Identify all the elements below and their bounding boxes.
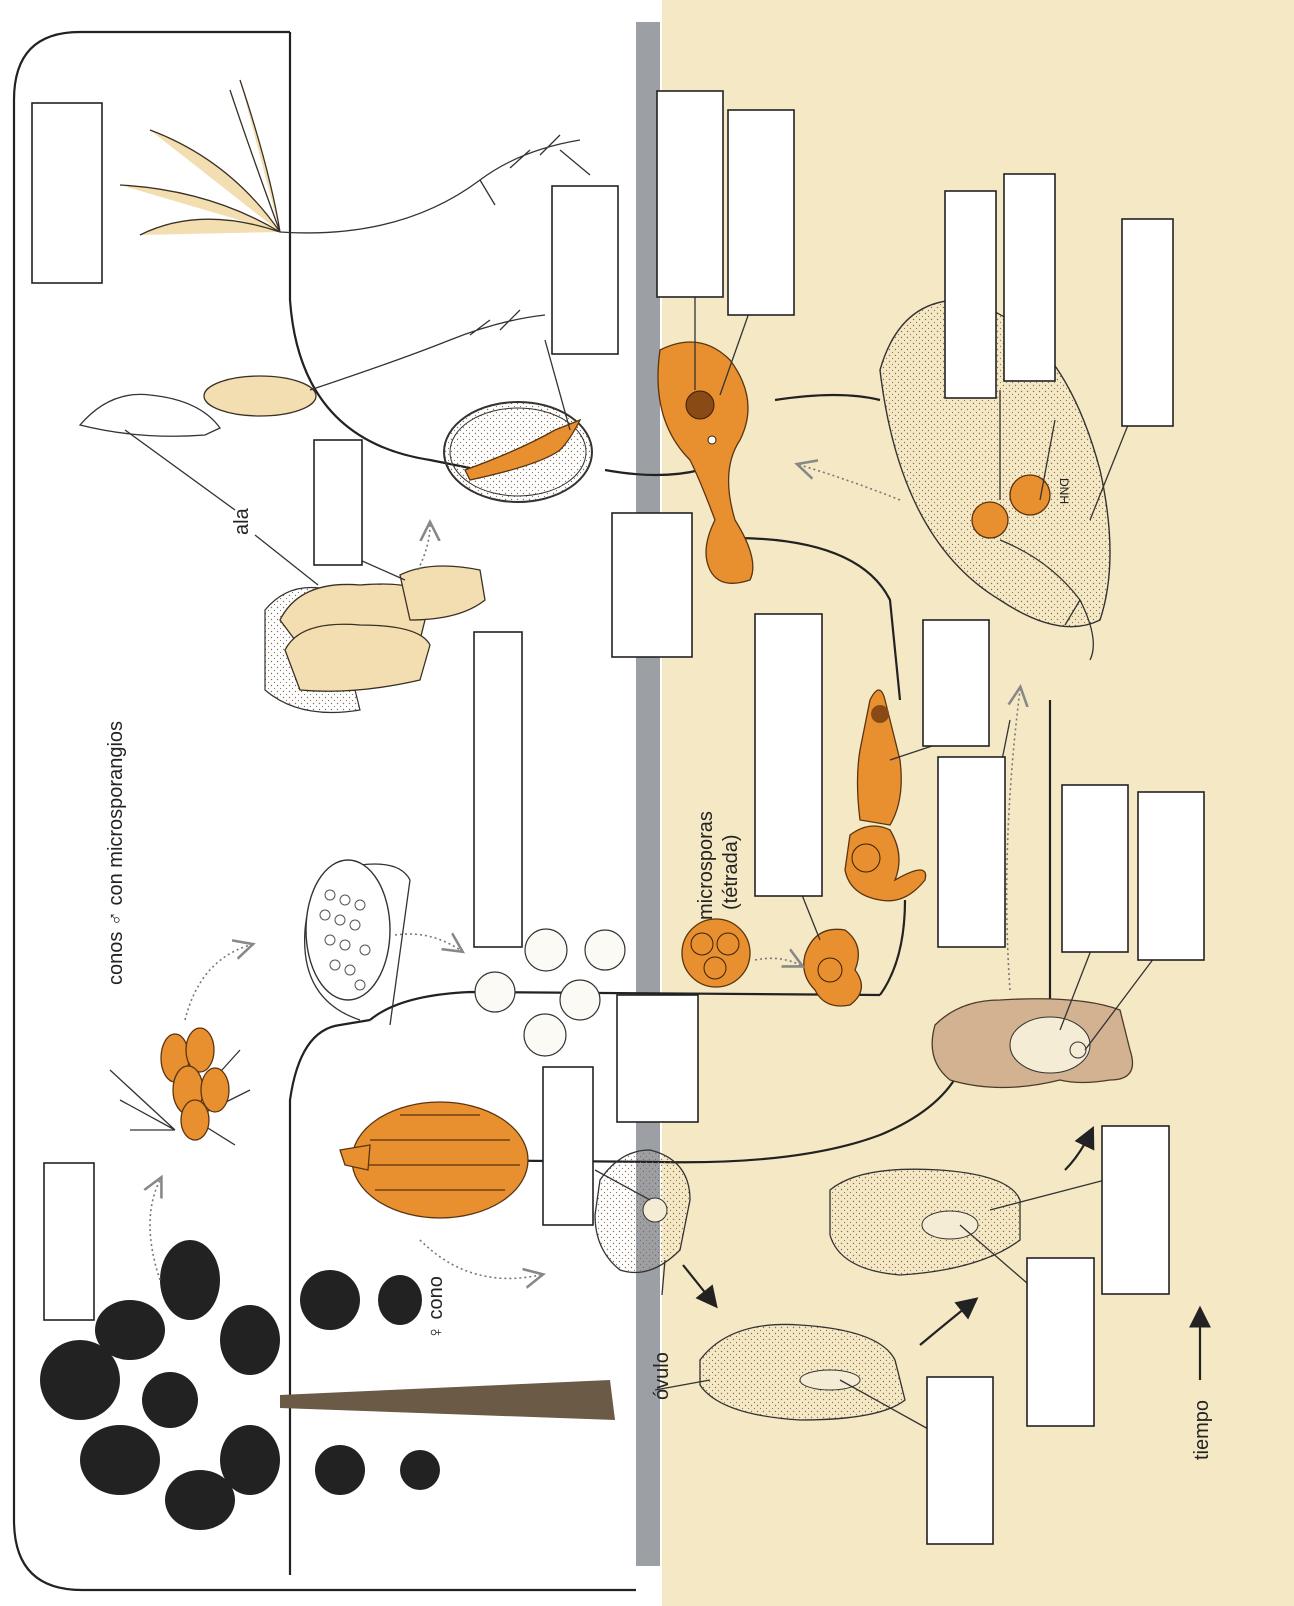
- ovule-label: óvulo: [651, 1352, 673, 1400]
- tetrad-drawing: [682, 919, 750, 987]
- answer-box-5[interactable]: [552, 186, 618, 354]
- answer-box-17[interactable]: [1062, 785, 1128, 952]
- answer-box-14[interactable]: [755, 614, 822, 896]
- answer-box-2[interactable]: [44, 1163, 94, 1320]
- answer-box-7[interactable]: [617, 995, 698, 1122]
- time-label: tiempo: [1191, 1400, 1213, 1460]
- answer-box-4[interactable]: [474, 632, 522, 947]
- female-gametophyte-ovule-1: [932, 999, 1132, 1088]
- answer-box-21[interactable]: [927, 1377, 993, 1544]
- female-cone-label: ♀ cono: [425, 1276, 447, 1340]
- answer-box-3[interactable]: [314, 440, 362, 565]
- answer-box-19[interactable]: [1102, 1126, 1169, 1294]
- artist-initials: DNH: [1057, 478, 1071, 504]
- seed-section-drawing: [444, 402, 592, 502]
- answer-box-12[interactable]: [1004, 174, 1055, 381]
- answer-box-13[interactable]: [1122, 219, 1173, 426]
- answer-box-16[interactable]: [938, 757, 1005, 947]
- answer-box-1[interactable]: [32, 103, 102, 283]
- answer-box-11[interactable]: [945, 191, 996, 398]
- answer-box-6[interactable]: [612, 513, 692, 657]
- answer-box-20[interactable]: [1027, 1258, 1094, 1426]
- microspores-label: microsporas: [695, 811, 717, 920]
- microsporangia-cones-label: conos ♂ con microsporangios: [105, 721, 127, 985]
- answer-box-10[interactable]: [728, 110, 794, 315]
- answer-box-18[interactable]: [1138, 792, 1204, 960]
- answer-box-8[interactable]: [543, 1067, 593, 1225]
- ovule-megaspore-drawing-1: [595, 1150, 690, 1273]
- answer-box-15[interactable]: [923, 620, 989, 746]
- tetrad-label: (tétrada): [720, 834, 742, 910]
- answer-box-9[interactable]: [657, 91, 723, 297]
- wing-label: ala: [231, 507, 253, 535]
